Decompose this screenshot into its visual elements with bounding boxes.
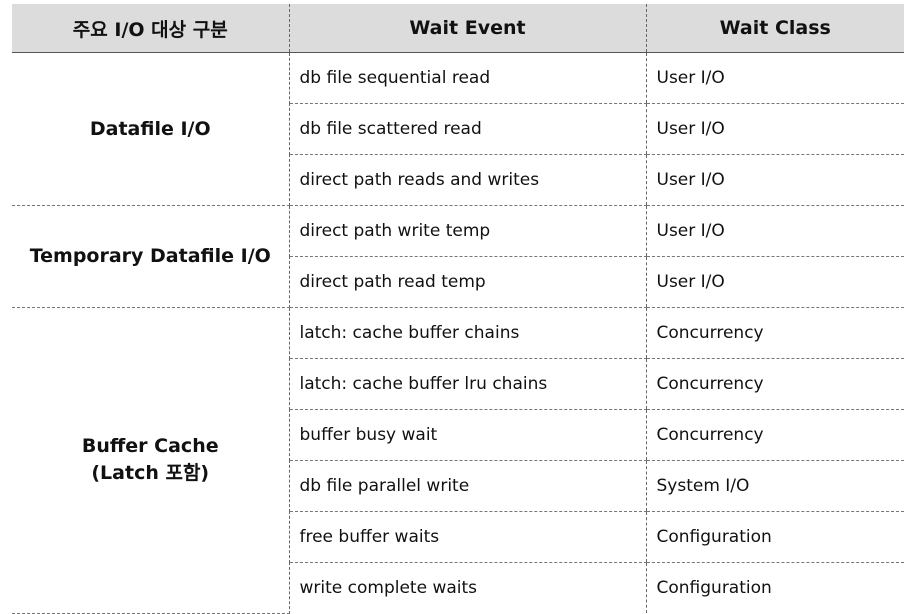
wait-class-cell: User I/O [645, 52, 904, 104]
wait-event-cell: db file sequential read [289, 52, 646, 104]
wait-event-cell: latch: cache buffer chains [289, 307, 646, 359]
wait-class-cell: User I/O [645, 103, 904, 155]
io-category-label: Buffer Cache [81, 435, 219, 458]
io-category-label: Temporary Datafile I/O [29, 245, 271, 267]
wait-class-cell: Configuration [645, 511, 904, 563]
wait-event-cell: buffer busy wait [289, 409, 646, 461]
wait-class-cell: User I/O [645, 154, 904, 206]
wait-event-cell: free buffer waits [289, 511, 646, 563]
wait-class-cell: Concurrency [645, 409, 904, 461]
wait-class-cell: Concurrency [645, 358, 904, 410]
wait-class-cell: User I/O [645, 205, 904, 257]
wait-event-cell: direct path write temp [289, 205, 646, 257]
wait-class-cell: Concurrency [645, 307, 904, 359]
table-header: 주요 I/O 대상 구분 Wait Event Wait Class [12, 4, 904, 53]
header-wait-class: Wait Class [645, 4, 904, 53]
io-category-label: (Latch 포함) [91, 462, 210, 485]
header-row: 주요 I/O 대상 구분 Wait Event Wait Class [12, 4, 904, 53]
wait-event-table: 주요 I/O 대상 구분 Wait Event Wait Class Dataf… [12, 4, 904, 614]
wait-event-cell: db file parallel write [289, 460, 646, 512]
table-row: Buffer Cache (Latch 포함) latch: cache buffe… [12, 307, 904, 614]
io-category-label: Datafile I/O [89, 117, 211, 140]
wait-event-cell: write complete waits [299, 578, 478, 598]
wait-class-cell: Configuration [645, 562, 904, 613]
wait-event-cell: direct path read temp [289, 256, 646, 308]
wait-class-cell: User I/O [645, 256, 904, 308]
header-io-category: 주요 I/O 대상 구분 [12, 4, 289, 53]
wait-event-cell: db file scattered read [289, 103, 646, 155]
table-row: write complete waits Configuration [12, 562, 904, 613]
header-wait-event: Wait Event [288, 4, 646, 53]
table-row: Temporary Datafile I/O direct path write … [12, 205, 904, 308]
io-category-cell: Buffer Cache (Latch 포함) [12, 307, 290, 614]
wait-event-cell: latch: cache buffer lru chains [289, 358, 646, 410]
wait-class-cell: System I/O [645, 460, 904, 512]
io-category-cell: Temporary Datafile I/O [12, 205, 290, 308]
io-category-cell: Datafile I/O [12, 52, 290, 206]
wait-event-cell: direct path reads and writes [289, 154, 646, 206]
